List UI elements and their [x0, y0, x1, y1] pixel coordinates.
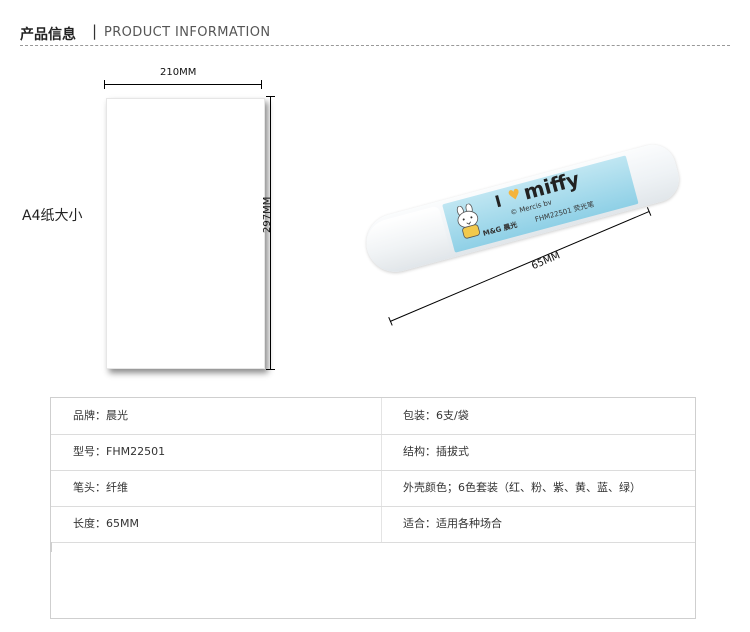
table-row: 笔头：纤维 外壳颜色；6色套装（红、粉、紫、黄、蓝、绿）: [51, 470, 695, 507]
table-row: 长度：65MM 适合：适用各种场合: [51, 506, 695, 543]
paper-width-label: 210MM: [160, 67, 197, 78]
spec-shell-colors: 外壳颜色；6色套装（红、粉、紫、黄、蓝、绿）: [403, 481, 641, 494]
highlighter-pen-image: I ♥ miffy © Mercis bv M&G 晨光 FHM22501 荧光…: [356, 139, 685, 279]
spec-packaging: 包装：6支/袋: [403, 409, 469, 422]
highlighter-pen: I ♥ miffy © Mercis bv M&G 晨光 FHM22501 荧光…: [359, 139, 685, 279]
spec-model: 型号：FHM22501: [73, 445, 166, 458]
table-row: 品牌：晨光 包装：6支/袋: [51, 398, 695, 435]
a4-size-label: A4纸大小: [22, 208, 83, 224]
spec-table: 品牌：晨光 包装：6支/袋 型号：FHM22501 结构：插拔式 笔头：纤维 外…: [50, 397, 696, 619]
table-row: 型号：FHM22501 结构：插拔式: [51, 434, 695, 471]
paper-height-label: 297MM: [262, 196, 273, 233]
spec-length: 长度：65MM: [73, 517, 139, 530]
section-title-cn: 产品信息: [20, 27, 76, 43]
spec-tip: 笔头：纤维: [73, 481, 128, 494]
spec-structure: 结构：插拔式: [403, 445, 469, 458]
spec-usage: 适合：适用各种场合: [403, 517, 502, 530]
spec-brand: 品牌：晨光: [73, 409, 128, 422]
paper-height-dimension-line: [266, 96, 275, 370]
pen-cap: [360, 205, 452, 275]
title-separator: |: [92, 22, 98, 40]
miffy-character-icon: [456, 203, 480, 239]
a4-paper-sheet: [106, 98, 265, 369]
paper-width-dimension-line: [104, 80, 262, 89]
header-dashed-line: [20, 45, 730, 46]
section-header: 产品信息 | PRODUCT INFORMATION: [20, 20, 730, 46]
section-title-en: PRODUCT INFORMATION: [104, 25, 271, 40]
table-edge-tick: [51, 542, 52, 552]
